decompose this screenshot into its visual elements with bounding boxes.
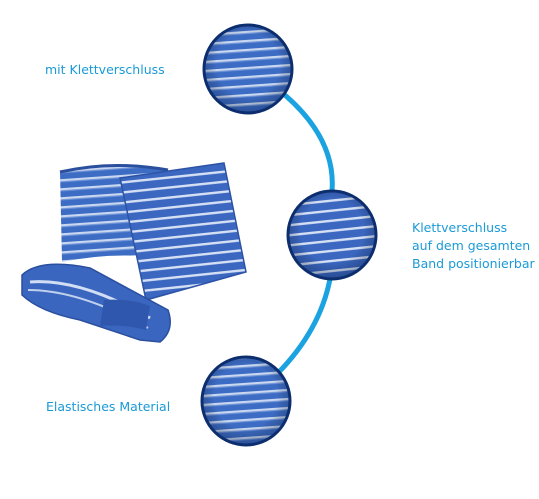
connector-arc-lower <box>275 276 333 376</box>
callout-velcro-label: mit Klettverschluss <box>45 62 165 77</box>
callout-positioning-label: Klettverschluss auf dem gesamten Band po… <box>412 219 535 273</box>
bandage-product-image <box>21 162 247 343</box>
callout-elastic-label: Elastisches Material <box>46 399 171 414</box>
callout-positioning-line-2: auf dem gesamten <box>412 238 531 253</box>
connector-arc-upper <box>283 93 335 194</box>
detail-circle-positioning <box>286 189 378 281</box>
detail-circle-elastic <box>200 355 292 447</box>
callout-positioning-line-3: Band positionierbar <box>412 256 535 271</box>
callout-positioning-line-1: Klettverschluss <box>412 220 508 235</box>
detail-circle-velcro <box>202 23 294 115</box>
